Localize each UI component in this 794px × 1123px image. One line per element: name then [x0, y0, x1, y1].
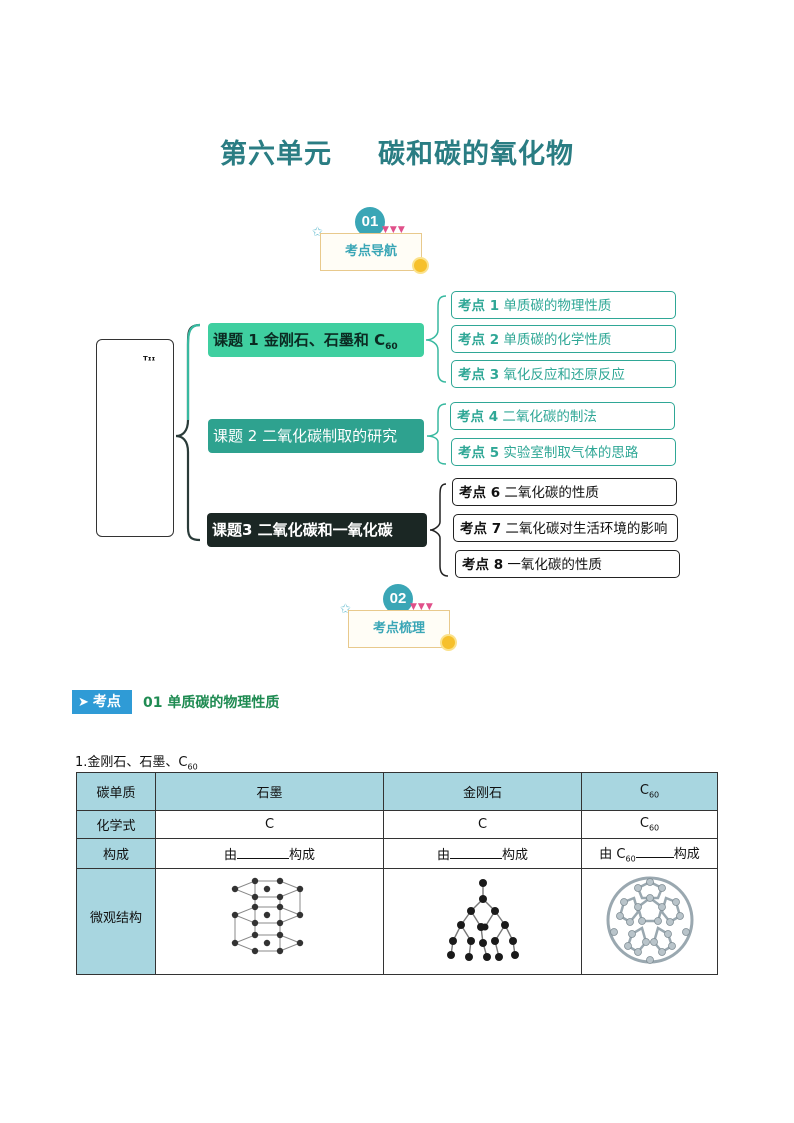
point-3-text: 氧化反应和还原反应	[503, 367, 625, 383]
compose-post: 构成	[289, 848, 316, 863]
topic-3: 课题3 二氧化碳和一氧化碳	[207, 513, 427, 547]
header-cell: 石墨	[155, 772, 384, 811]
point-7: 考点 7 二氧化碳对生活环境的影响	[453, 514, 678, 542]
point-2: 考点 2 单质碳的化学性质	[451, 325, 676, 353]
section-title: 01 单质碳的物理性质	[143, 695, 280, 711]
point-7-prefix: 考点 7	[460, 521, 502, 537]
section-badge-navigation: ✩ 01 考点导航 ▼▼▼	[312, 207, 432, 277]
table-row: 构成 由 构成 由 构成 由 C60 构成	[76, 838, 718, 869]
graphite-structure-image	[155, 868, 384, 975]
row-label: 构成	[76, 838, 156, 869]
question-text: 1.金刚石、石墨、C	[75, 755, 188, 770]
c60-structure-image	[581, 868, 718, 975]
formula-c60-text: C	[639, 816, 649, 832]
sun-icon	[440, 634, 457, 651]
point-4: 考点 4 二氧化碳的制法	[450, 402, 675, 430]
point-8: 考点 8 一氧化碳的性质	[455, 550, 680, 578]
page-title: 第六单元 碳和碳的氧化物	[0, 132, 794, 171]
badge-label: 考点梳理	[348, 610, 450, 648]
sun-icon	[412, 257, 429, 274]
star-icon: ✩	[312, 225, 323, 240]
star-icon: ✩	[340, 602, 351, 617]
fill-blank[interactable]	[635, 845, 674, 859]
compose-post: 构成	[502, 848, 529, 863]
header-cell: 碳单质	[76, 772, 156, 811]
point-3-prefix: 考点 3	[458, 367, 500, 383]
topic-1-text: 课题 1 金刚石、石墨和 C	[213, 331, 386, 349]
badge-number: 02	[383, 584, 413, 614]
arrow-icon: ➤	[78, 695, 89, 710]
point-1-prefix: 考点 1	[458, 298, 500, 314]
point-5-prefix: 考点 5	[458, 445, 500, 461]
title-unit: 第六单元	[220, 139, 332, 170]
point-5: 考点 5 实验室制取气体的思路	[451, 438, 676, 466]
topic-2: 课题 2 二氧化碳制取的研究	[208, 419, 424, 453]
title-topic: 碳和碳的氧化物	[378, 139, 574, 170]
fill-blank[interactable]	[450, 846, 502, 859]
point-8-prefix: 考点 8	[462, 557, 504, 573]
point-6: 考点 6 二氧化碳的性质	[452, 478, 677, 506]
compose-c60: 由 C60 构成	[581, 838, 718, 869]
point-2-prefix: 考点 2	[458, 332, 500, 348]
compose-diamond: 由 构成	[383, 838, 582, 869]
compose-graphite: 由 构成	[155, 838, 384, 869]
point-7-text: 二氧化碳对生活环境的影响	[505, 521, 668, 537]
compose-c60-sub: 60	[625, 854, 636, 864]
section-badge-review: ✩ 02 考点梳理 ▼▼▼	[340, 584, 460, 654]
bunting-icon: ▼▼▼	[382, 225, 406, 235]
point-3: 考点 3 氧化反应和还原反应	[451, 360, 676, 388]
point-1: 考点 1 单质碳的物理性质	[451, 291, 676, 319]
bunting-icon: ▼▼▼	[410, 602, 434, 612]
point-4-prefix: 考点 4	[457, 409, 499, 425]
table-row: 微观结构	[76, 868, 718, 975]
badge-label: 考点导航	[320, 233, 422, 271]
diamond-structure-icon	[446, 878, 519, 961]
formula-graphite: C	[155, 810, 384, 839]
point-8-text: 一氧化碳的性质	[507, 557, 602, 573]
point-4-text: 二氧化碳的制法	[502, 409, 597, 425]
formula-diamond: C	[383, 810, 582, 839]
formula-c60-sub: 60	[648, 823, 660, 833]
point-1-text: 单质碳的物理性质	[503, 298, 612, 314]
diamond-structure-image	[383, 868, 582, 975]
header-cell: C60	[581, 772, 718, 811]
topic-2-text: 课题 2 二氧化碳制取的研究	[213, 427, 398, 445]
section-tag-text: 考点	[92, 694, 121, 710]
question-sub: 60	[187, 762, 198, 772]
compose-pre: 由	[223, 848, 237, 863]
compose-post: 构成	[673, 847, 700, 863]
formula-c60: C60	[581, 810, 718, 839]
badge-number: 01	[355, 207, 385, 237]
row-label: 微观结构	[76, 868, 156, 975]
compose-pre: 由	[436, 848, 450, 863]
root-mark: ᵀᶦᶦ	[143, 354, 156, 367]
point-5-text: 实验室制取气体的思路	[503, 445, 639, 461]
compose-c60-pre: 由 C	[599, 847, 626, 863]
topic-1-sub: 60	[385, 342, 398, 352]
point-6-text: 二氧化碳的性质	[504, 485, 599, 501]
row-label: 化学式	[76, 810, 156, 839]
mindmap-root-box: ᵀᶦᶦ	[96, 339, 174, 537]
header-c60-sub: 60	[648, 790, 660, 800]
point-6-prefix: 考点 6	[459, 485, 501, 501]
carbon-table: 碳单质 石墨 金刚石 C60 化学式 C C C60 构成 由构成 由构成 由 …	[76, 772, 718, 975]
question-line: 1.金刚石、石墨、C60	[75, 751, 198, 772]
header-c60: C	[639, 783, 649, 799]
table-header-row: 碳单质 石墨 金刚石 C60	[76, 772, 718, 811]
graphite-structure-icon	[231, 877, 303, 954]
topic-3-text: 课题3 二氧化碳和一氧化碳	[212, 521, 393, 539]
c60-structure-icon	[606, 876, 693, 964]
topic-1: 课题 1 金刚石、石墨和 C60	[208, 323, 424, 357]
table-row: 化学式 C C C60	[76, 810, 718, 839]
section-tag: ➤考点	[72, 690, 132, 714]
fill-blank[interactable]	[237, 846, 289, 859]
point-2-text: 单质碳的化学性质	[503, 332, 612, 348]
header-cell: 金刚石	[383, 772, 582, 811]
